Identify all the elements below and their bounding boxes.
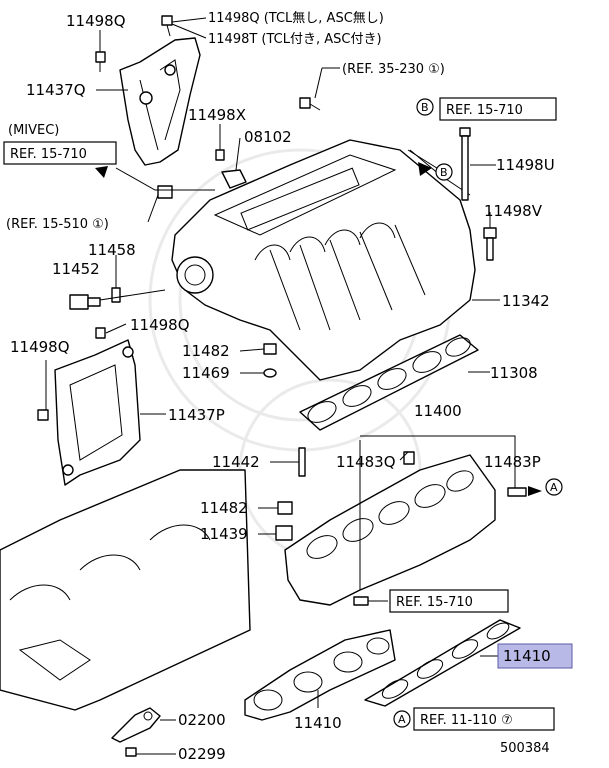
arrow-to-a	[528, 486, 542, 496]
bracket-11437q	[119, 37, 201, 166]
label-11308: 11308	[490, 364, 538, 382]
label-11400: 11400	[414, 402, 462, 420]
label-11498x: 11498X	[188, 106, 246, 124]
plug-11458	[111, 287, 121, 303]
circle-a-marker	[545, 478, 563, 496]
bolt-11498x	[215, 149, 225, 161]
gasket-11410-left	[244, 629, 396, 721]
cylinder-head	[0, 469, 251, 711]
nut-11482-upper	[263, 343, 277, 355]
leader-lines	[45, 17, 516, 755]
label-11482-upper: 11482	[182, 342, 230, 360]
label-circle-a: A	[550, 481, 558, 494]
label-02200: 02200	[178, 711, 226, 729]
lower-intake-manifold-11400	[284, 454, 496, 606]
grommet-11439	[275, 525, 293, 541]
washer-11469	[263, 368, 277, 378]
arrow-to-mivec-ref	[95, 166, 108, 178]
ref-box-15-710-b	[439, 97, 557, 121]
label-ref-11-110: REF. 11-110 ⑦	[420, 713, 513, 728]
label-ref-15-710-b: REF. 15-710	[446, 103, 523, 118]
label-11439: 11439	[200, 525, 248, 543]
label-ref-15-710-mivec: REF. 15-710	[10, 147, 87, 162]
ref-box-15-710-mivec	[3, 141, 117, 165]
label-11469: 11469	[182, 364, 230, 382]
bolt-11498u	[459, 127, 471, 201]
label-11452: 11452	[52, 260, 100, 278]
label-11342: 11342	[502, 292, 550, 310]
bolt-08102	[221, 169, 247, 189]
label-ref-15-710-low: REF. 15-710	[396, 595, 473, 610]
sensor-11452	[69, 294, 101, 310]
label-circle-b: B	[440, 166, 448, 179]
plug-11483q	[403, 451, 415, 465]
bracket-11437p	[54, 339, 141, 486]
label-11458: 11458	[88, 241, 136, 259]
label-11442: 11442	[212, 453, 260, 471]
label-02299: 02299	[178, 745, 226, 763]
ref-box-15-710-low	[389, 589, 509, 613]
label-11498v: 11498V	[484, 202, 543, 220]
highlight-11410	[497, 643, 573, 669]
label-08102: 08102	[244, 128, 292, 146]
label-11437p: 11437P	[168, 406, 225, 424]
bolt-02299	[125, 747, 137, 757]
label-11498q-mid: 11498Q	[130, 316, 190, 334]
bolt-11498q-mid	[95, 327, 106, 339]
label-11482-lower: 11482	[200, 499, 248, 517]
label-11498q-left: 11498Q	[10, 338, 70, 356]
label-11498t-tcl-with: 11498T (TCL付き, ASC付き)	[208, 32, 382, 47]
nut-ref-15-510	[157, 185, 173, 199]
circle-b-marker-top	[416, 98, 434, 116]
label-circle-a-bottom: A	[398, 713, 406, 726]
diagram-number: 500384	[500, 741, 550, 756]
label-11410-highlight: 11410	[503, 647, 551, 665]
label-11483q: 11483Q	[336, 453, 396, 471]
bolt-11498v	[483, 227, 497, 261]
label-11498u: 11498U	[496, 156, 555, 174]
upper-intake-manifold-11342	[171, 139, 476, 381]
gasket-11410-right	[364, 619, 521, 707]
gasket-11308	[299, 334, 479, 431]
bolt-ref-35-230	[299, 97, 321, 111]
nut-11482-lower	[277, 501, 293, 515]
label-circle-b-top: B	[421, 101, 429, 114]
label-11498q-tcl-none: 11498Q (TCL無し, ASC無し)	[208, 11, 384, 26]
label-11498q-top: 11498Q	[66, 12, 126, 30]
label-11437q: 11437Q	[26, 81, 86, 99]
label-mivec: (MIVEC)	[8, 123, 59, 138]
stud-11442	[298, 447, 306, 477]
fitting-11483p	[507, 487, 527, 497]
fitting-ref-15-710-low	[353, 596, 369, 606]
ref-box-11-110	[413, 707, 555, 731]
label-11410: 11410	[294, 714, 342, 732]
circle-b-marker	[435, 163, 453, 181]
label-ref-35-230: (REF. 35-230 ①)	[342, 62, 445, 77]
bracket-02200	[111, 707, 161, 743]
label-11483p: 11483P	[484, 453, 541, 471]
arrow-to-b	[418, 162, 432, 176]
circle-a-marker-bottom	[393, 710, 411, 728]
label-ref-15-510: (REF. 15-510 ①)	[6, 217, 109, 232]
bolt-11498q-left	[37, 409, 49, 421]
